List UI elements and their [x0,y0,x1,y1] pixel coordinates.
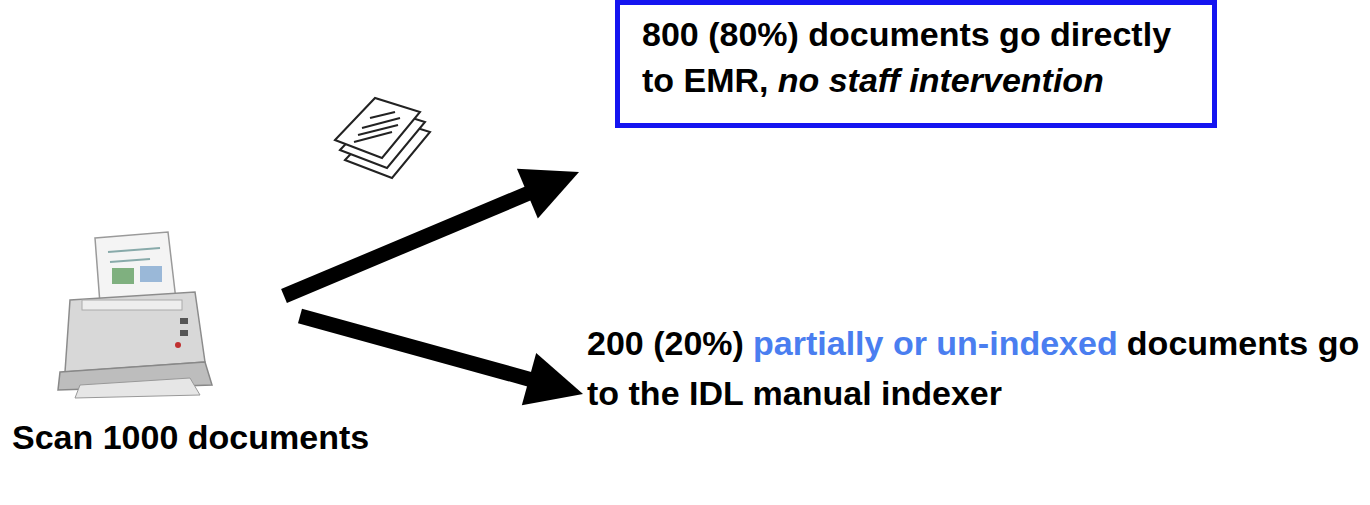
scanner-icon [58,232,212,398]
flow-arrow [284,169,579,296]
scanner-node: Scan 1000 documents [12,228,532,490]
flow-arrow [300,316,583,405]
arrow-head [522,353,583,405]
arrow-shaft [300,316,533,380]
node-text: Scan 1000 documents [12,418,369,456]
documents-icon [335,98,430,178]
node-text: no staff intervention [778,61,1104,99]
text-node: 200 (20%)partially or un-indexeddocument… [587,318,1367,478]
process-box: 800 (80%) documents go directly to EMR,n… [615,0,1217,128]
node-text: partially or un-indexed [753,324,1118,362]
node-text: 200 (20%) [587,324,744,362]
arrow-head [517,169,579,219]
arrow-shaft [284,192,531,296]
